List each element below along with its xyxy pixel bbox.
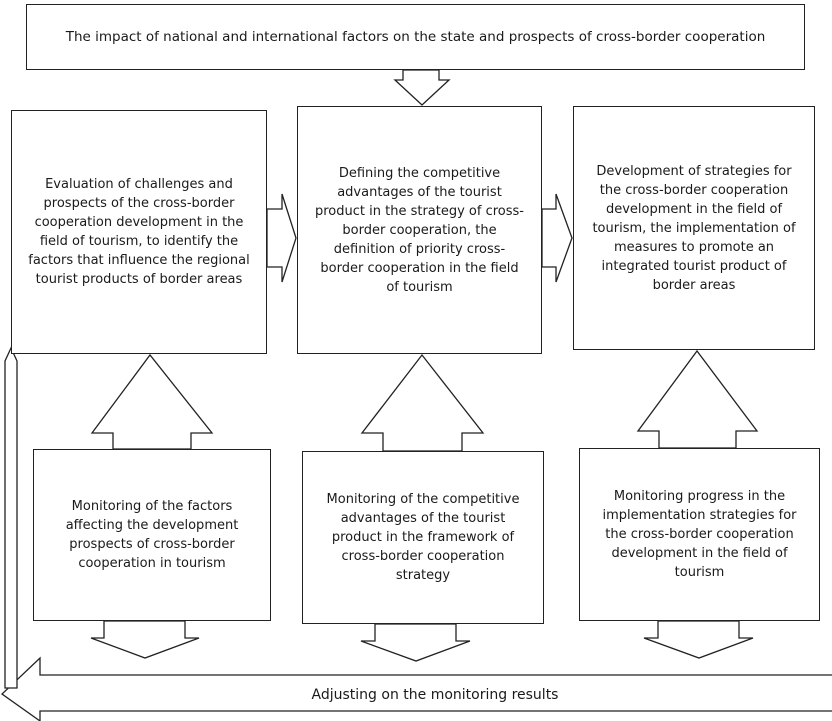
text-line: the cross-border cooperation xyxy=(599,182,789,198)
text-line: Defining the competitive xyxy=(338,165,501,181)
top-box-text: The impact of national and international… xyxy=(65,28,766,45)
text-line: cooperation development in the xyxy=(34,215,244,230)
down-arrow-monitor-3 xyxy=(643,620,754,659)
text-line: border cooperation in the field xyxy=(320,260,519,276)
down-arrow-monitor-2 xyxy=(360,623,471,662)
right-arrow-stage-1-2 xyxy=(266,193,297,283)
text-line: measures to promote an xyxy=(613,239,775,255)
down-arrow-top xyxy=(393,69,451,106)
text-line: product in the framework of xyxy=(331,530,515,545)
text-line: affecting the development xyxy=(65,518,239,533)
text-line: prospects of the cross-border xyxy=(43,196,235,211)
up-arrow-monitor-1 xyxy=(90,353,214,450)
monitoring-box-competitive-advantages-text: Monitoring of the competitive advantages… xyxy=(327,490,520,585)
feedback-arrow xyxy=(0,656,832,721)
up-arrow-monitor-3 xyxy=(636,349,759,449)
text-line: cross-border cooperation xyxy=(341,549,505,564)
text-line: Monitoring of the factors xyxy=(71,499,233,514)
text-line: Evaluation of challenges and xyxy=(45,177,233,192)
text-line: definition of priority cross- xyxy=(333,241,506,257)
text-line: advantages of the tourist xyxy=(337,184,502,200)
text-line: Development of strategies for xyxy=(596,163,792,179)
up-arrow-monitor-2 xyxy=(360,353,485,452)
text-line: factors that influence the regional xyxy=(28,253,250,268)
text-line: tourism xyxy=(674,565,725,580)
text-line: Monitoring of the competitive xyxy=(326,492,520,507)
text-line: prospects of cross-border xyxy=(69,537,235,552)
text-line: Monitoring progress in the xyxy=(613,489,786,504)
text-line: tourist products of border areas xyxy=(35,272,243,287)
down-arrow-monitor-1 xyxy=(90,620,200,659)
monitoring-box-factors-text: Monitoring of the factors affecting the … xyxy=(66,497,239,573)
text-line: tourism, the implementation of xyxy=(592,220,796,236)
monitoring-box-competitive-advantages: Monitoring of the competitive advantages… xyxy=(302,451,544,624)
text-line: product in the strategy of cross- xyxy=(315,203,524,219)
text-line: implementation strategies for xyxy=(602,508,797,523)
text-line: cooperation in tourism xyxy=(78,556,226,571)
top-box-national-international-factors: The impact of national and international… xyxy=(26,4,805,70)
text-line: strategy xyxy=(395,568,451,583)
stage-box-defining-advantages: Defining the competitive advantages of t… xyxy=(297,106,542,354)
stage-box-evaluation: Evaluation of challenges and prospects o… xyxy=(11,110,267,354)
monitoring-box-factors: Monitoring of the factors affecting the … xyxy=(33,449,271,621)
text-line: integrated tourist product of xyxy=(601,258,787,274)
text-line: border cooperation, the xyxy=(342,222,497,238)
text-line: border areas xyxy=(652,277,736,293)
stage-box-defining-advantages-text: Defining the competitive advantages of t… xyxy=(315,164,524,297)
text-line: the cross-border cooperation xyxy=(605,527,794,542)
text-line: field of tourism, to identify the xyxy=(39,234,239,249)
monitoring-box-progress-text: Monitoring progress in the implementatio… xyxy=(602,487,796,582)
feedback-arrow-label: Adjusting on the monitoring results xyxy=(311,687,559,703)
stage-box-evaluation-text: Evaluation of challenges and prospects o… xyxy=(28,175,249,289)
stage-box-strategy-development-text: Development of strategies for the cross-… xyxy=(592,162,795,295)
text-line: development in the field of xyxy=(611,546,788,561)
right-arrow-stage-2-3 xyxy=(541,193,573,283)
text-line: of tourism xyxy=(386,279,453,295)
text-line: advantages of the tourist xyxy=(340,511,506,526)
text-line: development in the field of xyxy=(605,201,783,217)
stage-box-strategy-development: Development of strategies for the cross-… xyxy=(573,106,815,350)
feedback-return-arrow xyxy=(4,346,18,689)
monitoring-box-progress: Monitoring progress in the implementatio… xyxy=(579,448,820,621)
